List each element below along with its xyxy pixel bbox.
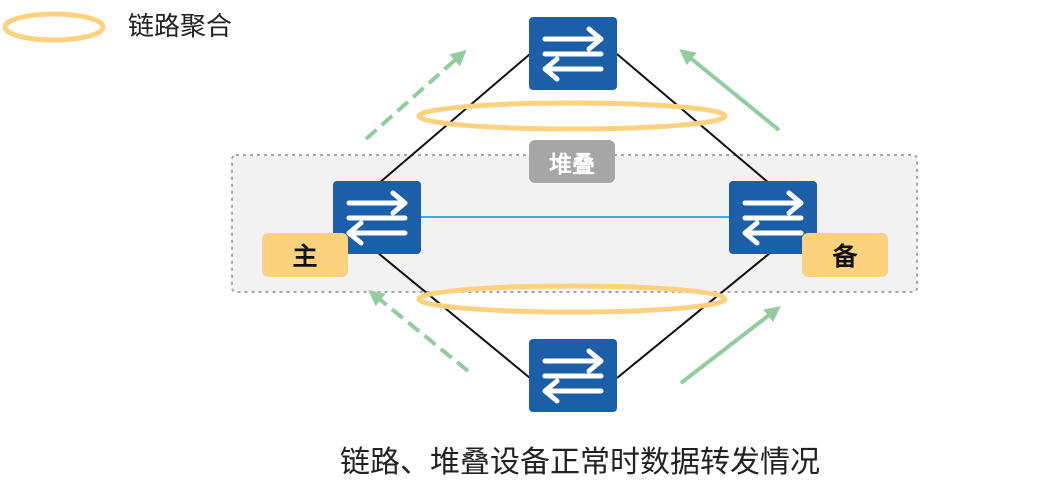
legend-label: 链路聚合 [128,12,233,42]
link-aggregation-bottom [416,283,728,315]
primary-badge: 主 [262,233,348,277]
switch-arrows-icon [346,190,408,246]
switch-arrows-icon [542,348,604,404]
link-aggregation-top [416,100,728,132]
backup-badge: 备 [802,233,888,277]
wire-bottom-right [616,252,771,379]
traffic-arrow-upper-left-dashed [364,49,467,141]
switch-primary [333,181,421,254]
legend-ellipse-icon [2,11,106,43]
stack-label: 堆叠 [529,140,615,183]
switch-bottom [529,339,617,412]
traffic-arrow-upper-right [679,48,781,132]
wire-bottom-left [377,252,531,379]
switch-top [529,17,617,90]
switch-arrows-icon [542,26,604,82]
switch-backup [729,181,817,254]
switch-arrows-icon [742,190,804,246]
wire-top-left [377,53,531,185]
wire-top-right [616,53,771,185]
traffic-arrow-lower-left-dashed [368,289,470,373]
diagram-caption: 链路、堆叠设备正常时数据转发情况 [340,445,820,480]
traffic-arrow-lower-right [679,306,781,385]
